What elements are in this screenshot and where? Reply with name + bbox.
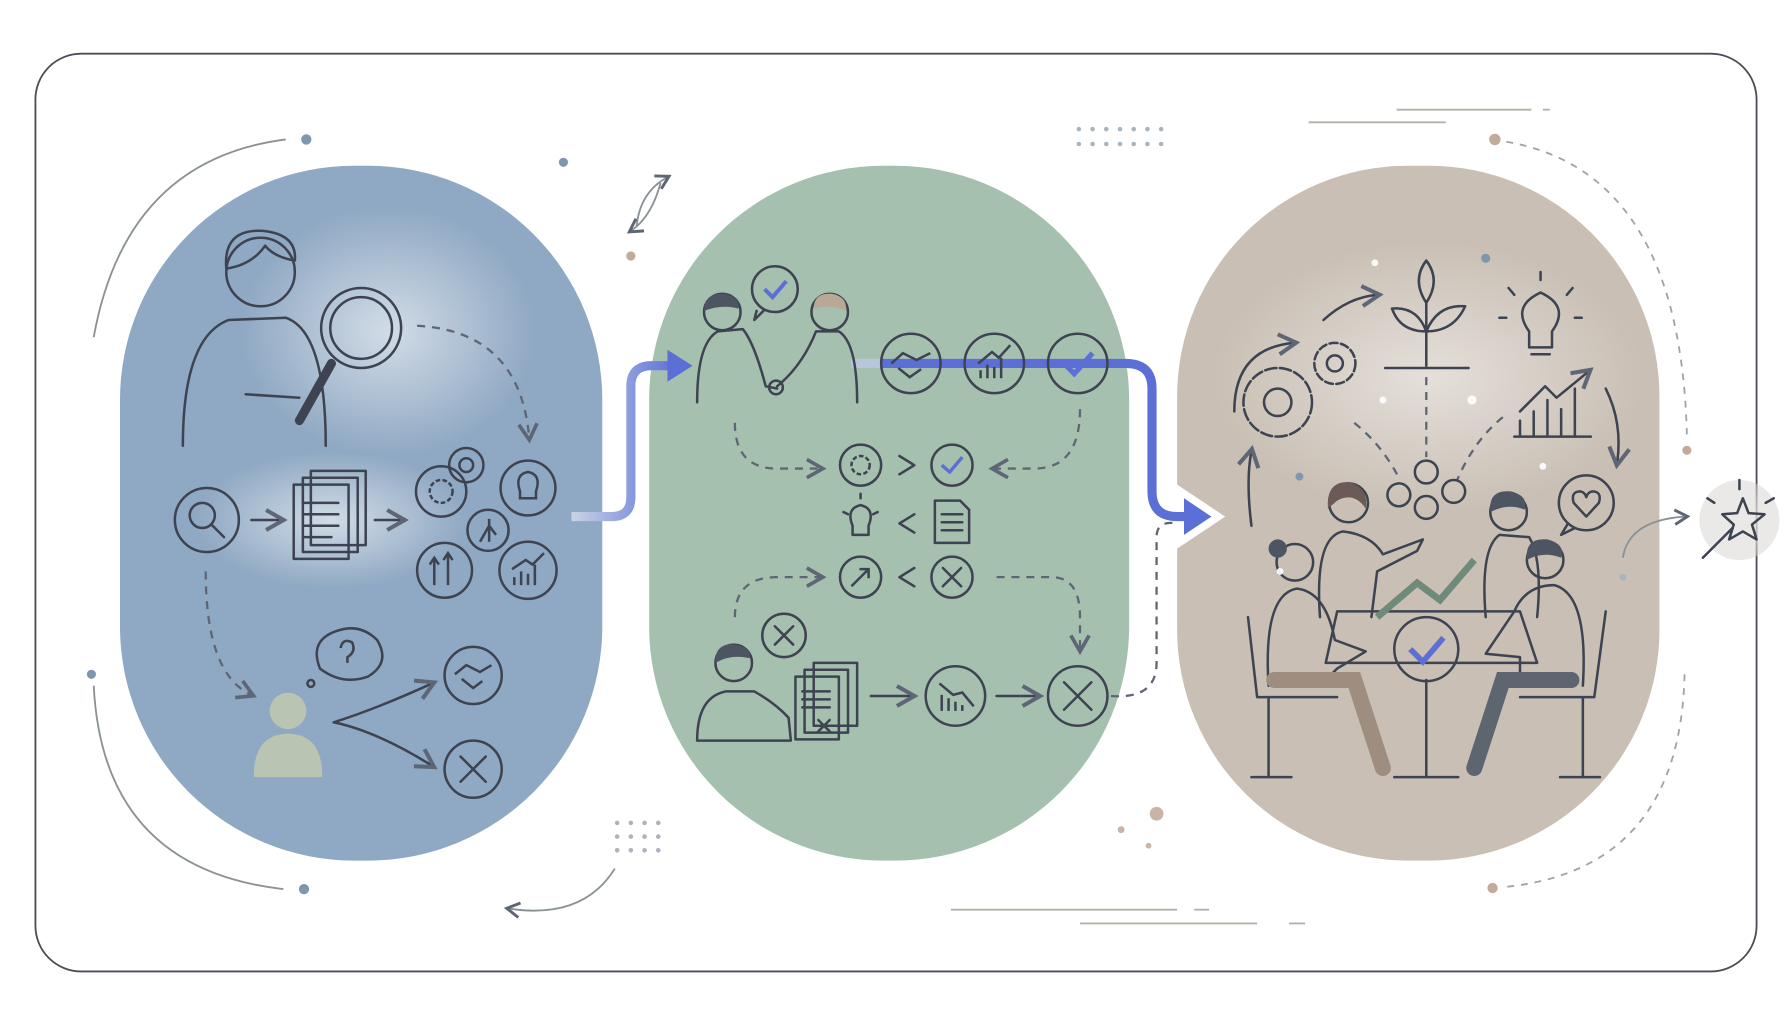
x-icon <box>443 739 503 799</box>
handshake-icon <box>879 332 942 395</box>
arrow-icon <box>838 555 883 599</box>
small-check-icons <box>1353 377 1504 521</box>
gear-icon <box>414 465 468 518</box>
plant-icon <box>1383 259 1470 370</box>
arrows-up-icon <box>415 541 474 599</box>
rejected-person-icon <box>695 643 793 742</box>
document-icon <box>933 499 971 545</box>
gear-icon <box>447 446 485 484</box>
lightbulb-icon <box>1498 270 1583 356</box>
chart-up-icon <box>1513 367 1594 438</box>
gear-icon <box>838 443 883 487</box>
team-meeting-icon <box>1246 482 1607 779</box>
lightbulb-icon <box>842 492 879 537</box>
flow-arrow <box>571 349 1212 535</box>
rejected-documents-icon <box>794 661 859 741</box>
heart-bubble-icon <box>1557 474 1615 537</box>
decorations <box>86 108 1692 925</box>
documents-icon <box>292 469 367 561</box>
check-icon <box>1393 615 1460 683</box>
less-than-sign <box>898 513 916 534</box>
x-bubble-icon <box>761 612 807 659</box>
lightbulb-icon <box>499 459 557 517</box>
question-bubble-icon <box>306 627 384 689</box>
search-icon <box>173 486 241 554</box>
less-than-sign <box>898 566 916 588</box>
handshake-icon <box>443 645 503 706</box>
gears-icon <box>1233 284 1384 527</box>
person-icon <box>253 692 323 778</box>
x-icon <box>1046 665 1109 727</box>
check-bubble-icon <box>750 265 799 322</box>
greater-than-sign <box>898 454 916 476</box>
check-icon <box>930 443 974 487</box>
chart-icon <box>963 332 1026 395</box>
star-wand-icon <box>1699 478 1780 560</box>
handshake-people-icon <box>695 292 859 404</box>
person-with-magnifier-icon <box>181 229 403 447</box>
check-icon <box>1046 332 1109 395</box>
x-icon <box>930 555 974 599</box>
chart-icon <box>498 540 558 601</box>
chart-down-icon <box>924 665 987 727</box>
growth-arrow-icon <box>466 508 510 553</box>
stage-panel-evaluate <box>649 165 1130 861</box>
